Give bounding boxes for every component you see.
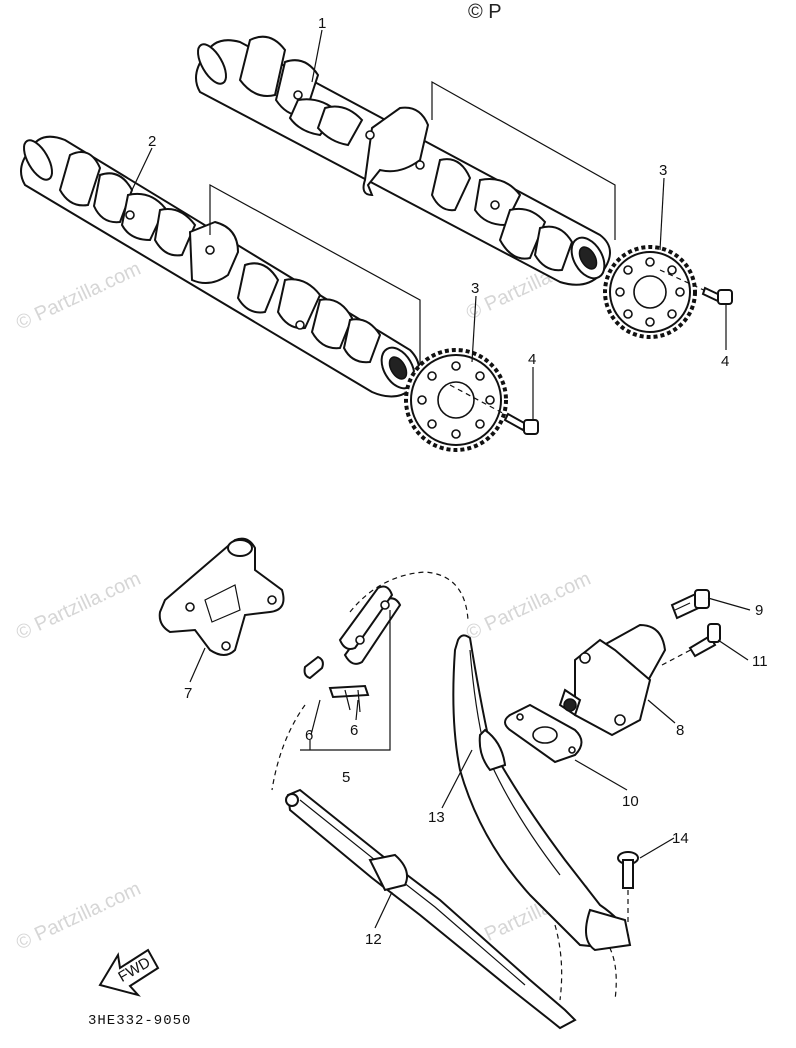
sprocket-bolt-upper xyxy=(659,269,733,305)
cam-sprocket-lower xyxy=(404,348,508,452)
chain-tensioner xyxy=(558,623,667,737)
leader-2 xyxy=(131,147,153,191)
alignment-line-cam1 xyxy=(431,80,616,240)
watermark-4: © Partzilla.com xyxy=(463,568,594,645)
callout-14: 14 xyxy=(672,830,689,847)
watermark-3: © Partzilla.com xyxy=(13,568,144,645)
leader-1 xyxy=(311,29,323,83)
callout-5: 5 xyxy=(342,769,350,786)
tensioner-bolt-11 xyxy=(661,623,721,666)
leader-10 xyxy=(574,759,628,791)
leader-13 xyxy=(441,749,473,809)
leader-11 xyxy=(717,639,749,661)
fwd-arrow-icon: FWD xyxy=(98,948,160,997)
chain-link-pin xyxy=(328,684,370,713)
watermark-1: © Partzilla.com xyxy=(13,258,144,335)
callout-4-lower: 4 xyxy=(528,351,536,368)
diagram-code: 3HE332-9050 xyxy=(88,1013,191,1029)
callout-9: 9 xyxy=(755,602,763,619)
cam-sprocket-upper xyxy=(603,245,697,339)
callout-3-lower: 3 xyxy=(471,280,479,297)
callout-4-upper: 4 xyxy=(721,353,729,370)
callout-8: 8 xyxy=(676,722,684,739)
callout-10: 10 xyxy=(622,793,639,810)
camshaft-1 xyxy=(195,35,611,286)
camshaft-cap xyxy=(158,537,285,656)
copyright-watermark-top: © P xyxy=(468,1,502,23)
camshaft-2 xyxy=(20,135,420,398)
callout-7: 7 xyxy=(184,685,192,702)
leader-6a xyxy=(310,699,321,736)
leader-7 xyxy=(189,647,206,683)
callout-13: 13 xyxy=(428,809,445,826)
bracket-5 xyxy=(300,610,391,751)
callout-6-left: 6 xyxy=(305,727,313,744)
chain-guide-bolt xyxy=(617,851,639,925)
chain-guide-13 xyxy=(452,634,632,952)
callout-1: 1 xyxy=(318,15,326,32)
leader-14 xyxy=(639,837,675,859)
leader-12 xyxy=(374,891,393,929)
leader-3b xyxy=(471,295,477,363)
leader-8 xyxy=(647,699,676,724)
callout-6-right: 6 xyxy=(350,722,358,739)
tensioner-bolt-9 xyxy=(670,589,710,620)
leader-9 xyxy=(707,597,751,611)
leader-3a xyxy=(659,177,665,251)
chain-guide-12 xyxy=(285,788,577,1030)
chain-link-plate xyxy=(303,655,324,680)
callout-11: 11 xyxy=(752,653,768,670)
watermark-5: © Partzilla.com xyxy=(13,878,144,955)
tensioner-gasket xyxy=(504,703,583,764)
chain-master-link xyxy=(338,585,402,665)
sprocket-bolt-lower xyxy=(449,384,539,435)
callout-12: 12 xyxy=(365,931,382,948)
callout-2: 2 xyxy=(148,133,156,150)
callout-3-upper: 3 xyxy=(659,162,667,179)
leader-6b xyxy=(355,699,359,721)
alignment-line-cam2 xyxy=(209,183,421,370)
